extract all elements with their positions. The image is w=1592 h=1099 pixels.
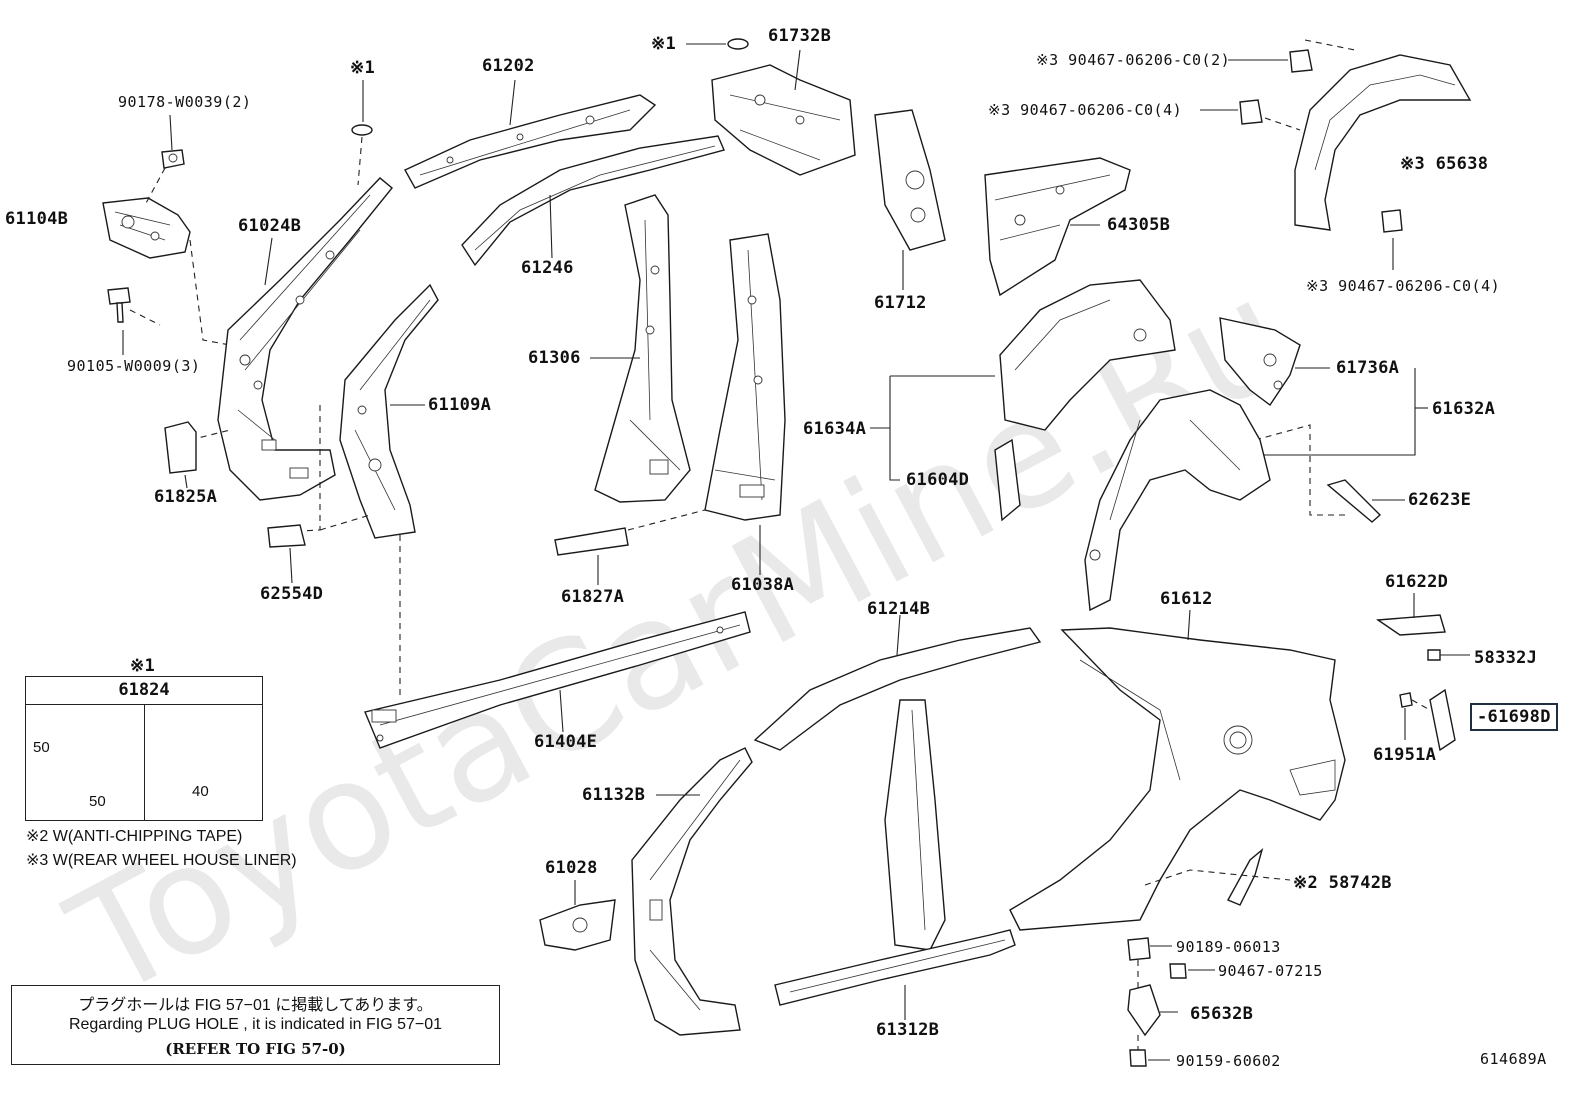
label-61825A[interactable]: 61825A (154, 487, 218, 507)
label-90105-W0009[interactable]: 90105-W0009(3) (67, 357, 201, 375)
part-61104B-bracket (102, 197, 191, 259)
part-61712-brace (874, 109, 946, 251)
label-61132B[interactable]: 61132B (582, 785, 646, 805)
square-width-value: 50 (89, 793, 106, 810)
part-61132B-pillar (631, 747, 753, 1036)
part-61109A-pillar (339, 283, 439, 539)
part-61214B-frame (753, 627, 1042, 951)
clip-90467-a-icon (1289, 49, 1313, 73)
label-ref1-top: ※1 (651, 34, 677, 54)
label-61404E[interactable]: 61404E (534, 732, 598, 752)
label-61634A[interactable]: 61634A (803, 419, 867, 439)
label-61712[interactable]: 61712 (874, 293, 927, 313)
label-61038A[interactable]: 61038A (731, 575, 795, 595)
clip-90178-icon (161, 149, 185, 169)
label-90178-W0039[interactable]: 90178-W0039(2) (118, 93, 252, 111)
label-58332J[interactable]: 58332J (1474, 648, 1538, 668)
part-61246-rail (461, 135, 725, 267)
label-61698D-highlighted[interactable]: -61698D (1470, 703, 1558, 731)
label-61612[interactable]: 61612 (1160, 589, 1213, 609)
part-61634A-wheelhouse (999, 279, 1176, 431)
label-61312B[interactable]: 61312B (876, 1020, 940, 1040)
clip-58332J-icon (1427, 649, 1441, 661)
dimension-box-divider (144, 705, 145, 820)
label-61306[interactable]: 61306 (528, 348, 581, 368)
part-61612-quarter (1009, 627, 1346, 931)
label-61109A[interactable]: 61109A (428, 395, 492, 415)
plug-hole-reference-box: プラグホールは FIG 57−01 に掲載してあります。 Regarding P… (11, 985, 500, 1065)
square-height-value: 50 (33, 739, 50, 756)
note-rear-wheel-house-liner: ※3 W(REAR WHEEL HOUSE LINER) (26, 852, 297, 869)
part-61312B-rocker (774, 929, 1016, 1006)
reference-line-english: Regarding PLUG HOLE , it is indicated in… (68, 1016, 443, 1033)
plug-hole-cover-icon (351, 124, 373, 136)
label-64305B[interactable]: 64305B (1107, 215, 1171, 235)
clip-90467-c-icon (1381, 209, 1403, 233)
dimension-box-part-number[interactable]: 61824 (26, 677, 262, 705)
part-61632A-panel (1084, 389, 1271, 612)
dimension-box: 61824 50 50 40 (25, 676, 263, 821)
pad-62554D-icon (267, 524, 306, 548)
part-64305B-panel (984, 157, 1131, 297)
label-62554D[interactable]: 62554D (260, 584, 324, 604)
label-61827A[interactable]: 61827A (561, 587, 625, 607)
label-65632B[interactable]: 65632B (1190, 1004, 1254, 1024)
note-anti-chipping-tape: ※2 W(ANTI-CHIPPING TAPE) (26, 828, 243, 845)
figure-code: 614689A (1480, 1050, 1547, 1068)
label-62623E[interactable]: 62623E (1408, 490, 1472, 510)
bolt-90467-07215-icon (1169, 963, 1187, 979)
bolt-90105-icon (107, 287, 131, 323)
label-58742B[interactable]: ※2 58742B (1293, 873, 1392, 893)
label-61604D[interactable]: 61604D (906, 470, 970, 490)
label-61214B[interactable]: 61214B (867, 599, 931, 619)
part-62623E-strip (1326, 479, 1382, 523)
label-61951A[interactable]: 61951A (1373, 745, 1437, 765)
part-61024B-pillar (217, 177, 393, 501)
clip-90189-icon (1127, 937, 1151, 961)
label-61024B[interactable]: 61024B (238, 216, 302, 236)
label-61202[interactable]: 61202 (482, 56, 535, 76)
part-61404E-rocker (364, 611, 751, 749)
reference-line-refer[interactable]: (REFER TO FIG 57-0) (165, 1040, 346, 1058)
part-61622D-bracket (1375, 614, 1446, 636)
label-61632A[interactable]: 61632A (1432, 399, 1496, 419)
part-65638-liner (1294, 54, 1472, 231)
label-90159-60602[interactable]: 90159-60602 (1176, 1052, 1281, 1070)
label-90467-06206-C0-4-lower[interactable]: ※3 90467-06206-C0(4) (1306, 277, 1501, 295)
label-61736A[interactable]: 61736A (1336, 358, 1400, 378)
circle-diameter-value: 40 (192, 783, 209, 800)
label-65638[interactable]: ※3 65638 (1400, 154, 1489, 174)
label-61246[interactable]: 61246 (521, 258, 574, 278)
part-61604D-bracket (994, 438, 1021, 522)
part-58742B-tape (1227, 848, 1264, 906)
clip-90467-b-icon (1239, 99, 1263, 125)
part-61698D-bracket (1429, 688, 1456, 752)
part-61951A-clip (1399, 692, 1413, 708)
label-ref1-mid: ※1 (350, 58, 376, 78)
label-61104B[interactable]: 61104B (5, 209, 69, 229)
part-65632B-bracket (1127, 984, 1161, 1037)
label-61732B[interactable]: 61732B (768, 26, 832, 46)
part-61038A-pillar (704, 233, 786, 521)
label-61622D[interactable]: 61622D (1385, 572, 1449, 592)
label-90189-06013[interactable]: 90189-06013 (1176, 938, 1281, 956)
label-90467-07215[interactable]: 90467-07215 (1218, 962, 1323, 980)
part-61202-rail (404, 94, 657, 189)
label-90467-06206-C0-2[interactable]: ※3 90467-06206-C0(2) (1036, 51, 1231, 69)
pad-61825A-icon (164, 421, 197, 474)
part-61736A-bracket (1219, 317, 1301, 407)
dimension-box-ref: ※1 (130, 656, 156, 676)
tape-61827A-icon (554, 527, 629, 556)
label-61028[interactable]: 61028 (545, 858, 598, 878)
part-61028-bracket (539, 899, 616, 951)
part-61306-pillar (594, 194, 691, 503)
part-61732B-panel (711, 64, 856, 176)
reference-line-japanese: プラグホールは FIG 57−01 に掲載してあります。 (78, 997, 433, 1014)
clip-90159-icon (1129, 1049, 1147, 1067)
plug-hole-cover-icon (727, 38, 749, 50)
label-90467-06206-C0-4-upper[interactable]: ※3 90467-06206-C0(4) (988, 101, 1183, 119)
